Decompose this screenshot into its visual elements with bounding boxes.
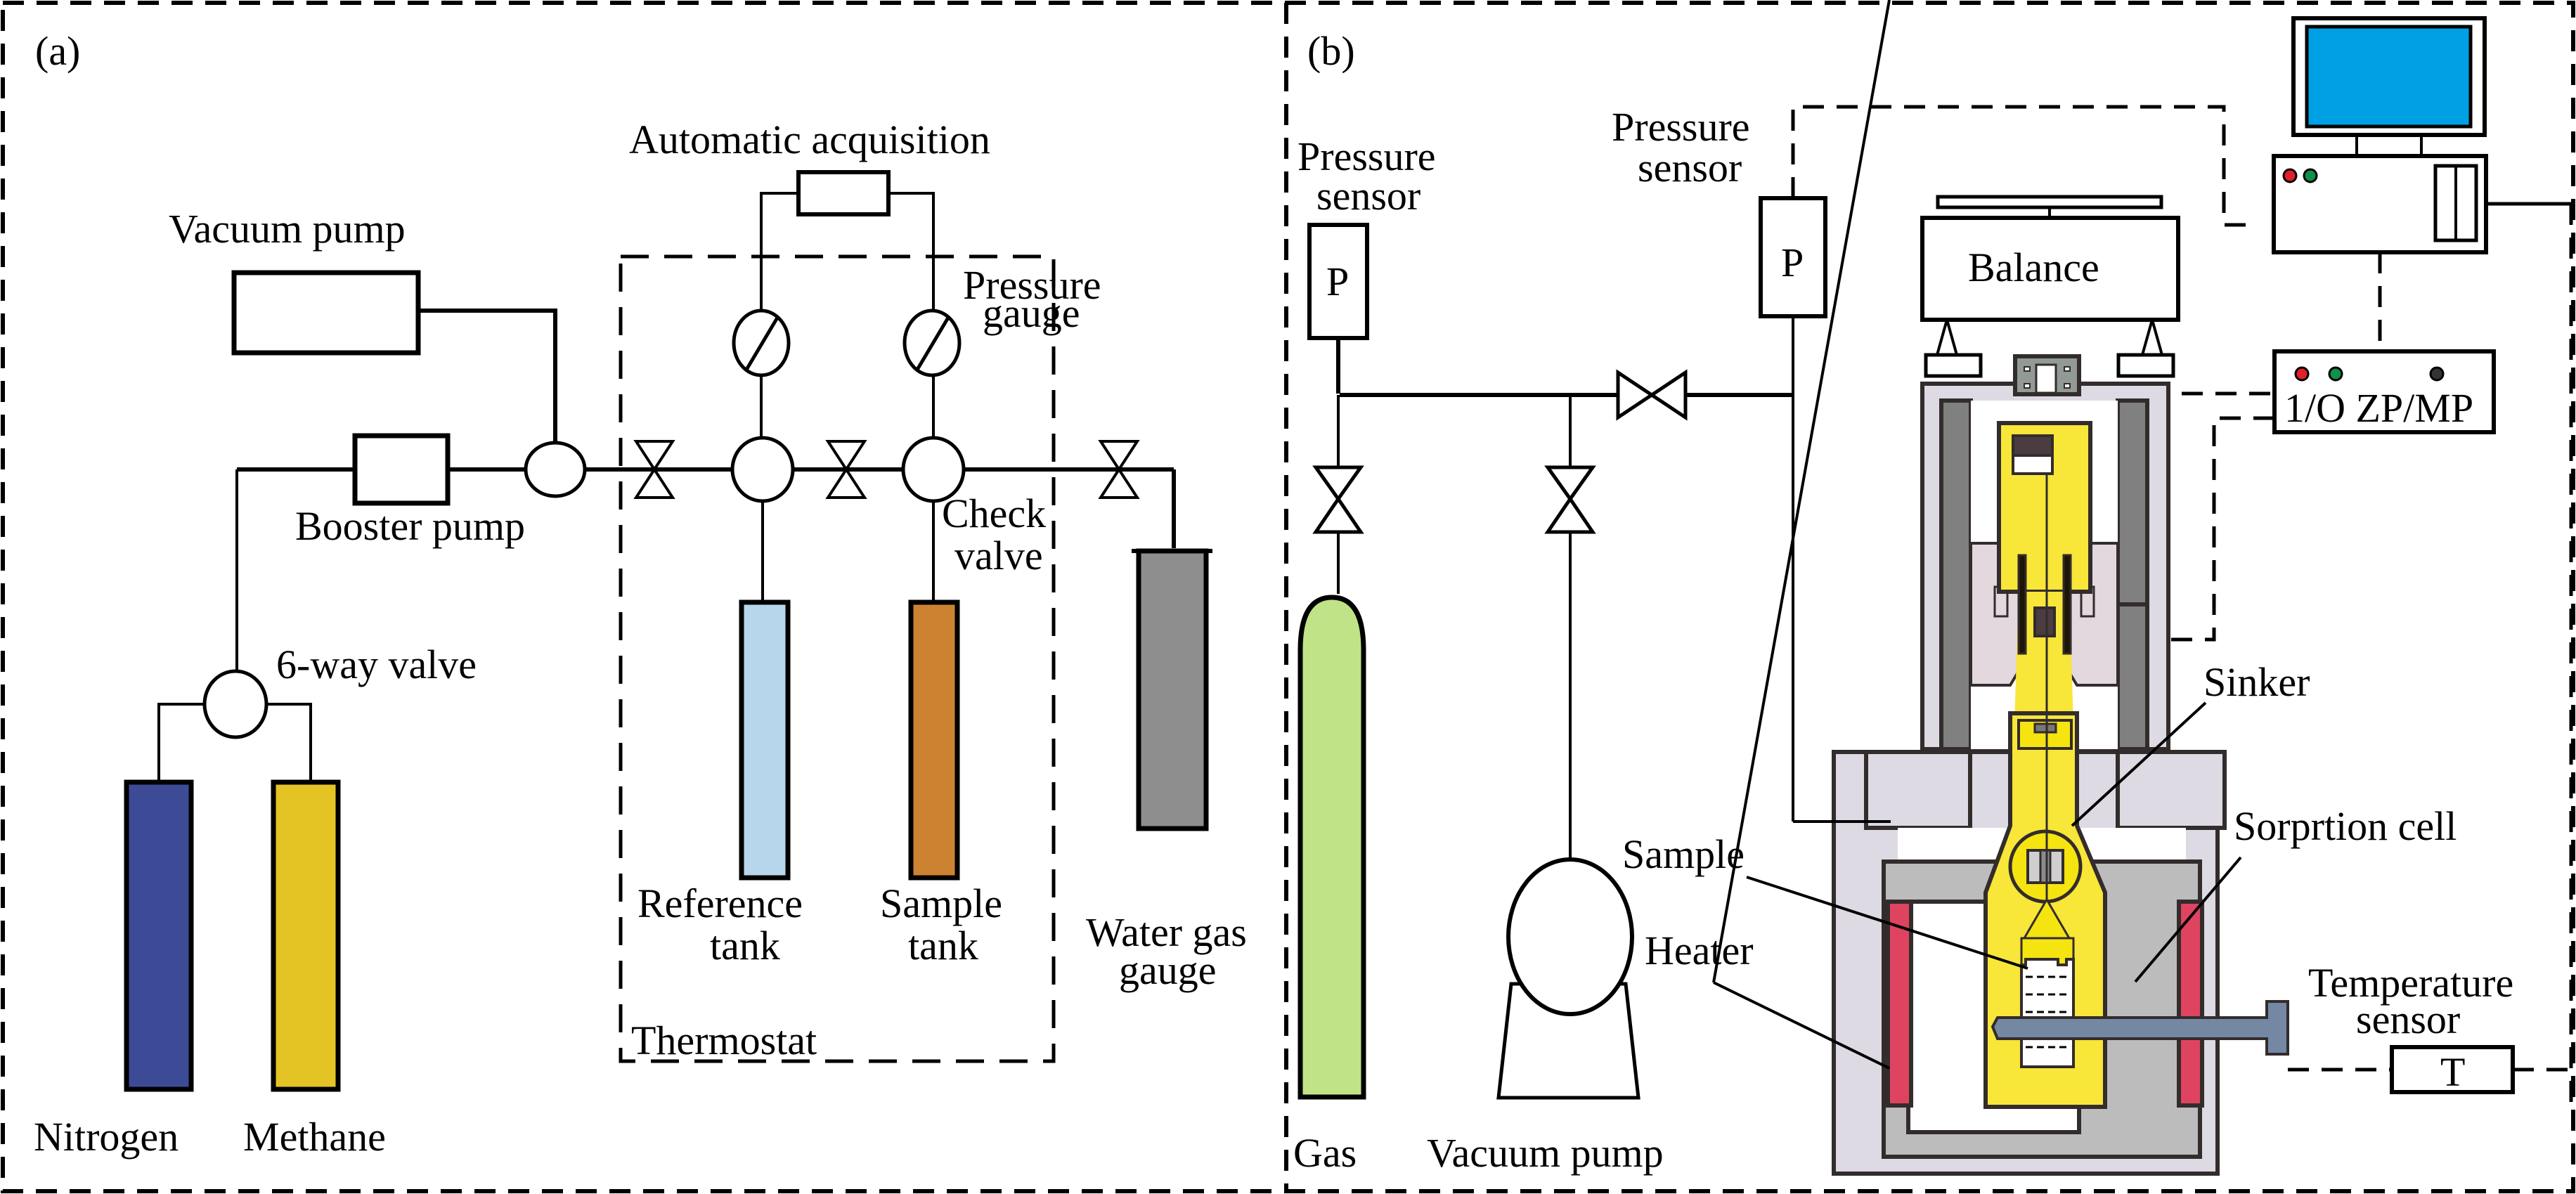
led-red-icon — [2282, 168, 2298, 183]
vacuum-pump-label: Vacuum pump — [169, 206, 406, 252]
pressure-gauge-icon-2 — [902, 309, 962, 377]
monitor-screen — [2305, 25, 2473, 129]
six-way-valve-icon — [202, 669, 268, 739]
reference-tank-label-line1: Reference — [637, 881, 803, 926]
sample-label: Sample — [1622, 831, 1745, 877]
temperature-sensor-label-line2: sensor — [2356, 997, 2460, 1042]
thermostat-enclosure — [619, 254, 1056, 1063]
heater-label: Heater — [1645, 928, 1754, 973]
check-valve-label-line1: Check — [942, 491, 1046, 536]
reference-tank-label-line2: tank — [710, 923, 780, 968]
reference-tank — [739, 599, 791, 881]
pressure-sensor-right-label-line1: Pressure — [1612, 104, 1750, 150]
nitrogen-label: Nitrogen — [34, 1114, 179, 1160]
heater-left — [1886, 900, 1913, 1108]
check-valve-label-line2: valve — [954, 533, 1043, 578]
horizontal-valve-icon — [1616, 369, 1688, 421]
automatic-acquisition-box — [796, 170, 891, 216]
pressure-sensor-left-label-line1: Pressure — [1297, 134, 1436, 179]
valve-icon-1 — [633, 440, 675, 499]
controller-led-green-icon — [2328, 366, 2343, 382]
vacuum-pump-label: Vacuum pump — [1427, 1130, 1664, 1176]
methane-cylinder — [271, 779, 341, 1092]
automatic-acquisition-label: Automatic acquisition — [629, 117, 990, 162]
pressure-sensor-right-label-line2: sensor — [1638, 145, 1742, 190]
thermostat-label: Thermostat — [631, 1018, 817, 1063]
pressure-sensor-left-symbol: P — [1326, 259, 1349, 304]
balance-icon — [1920, 195, 2180, 378]
gas-valve-icon — [1312, 465, 1364, 534]
heater-right — [2177, 900, 2204, 1108]
controller-led-dark-icon — [2429, 366, 2445, 382]
temperature-probe — [1991, 1000, 2289, 1056]
water-gas-gauge-label-line1: Water gas — [1086, 909, 1247, 955]
pressure-sensor-right-symbol: P — [1781, 240, 1804, 285]
sorption-cell-label: Sorprtion cell — [2234, 803, 2457, 849]
reference-tee-valve-icon — [730, 436, 795, 503]
panel-b: (b) Pressure sensor P Pressure sensor P — [1293, 0, 2573, 1176]
sample-tank-label-line1: Sample — [880, 881, 1002, 926]
controller-label: 1/O ZP/MP — [2284, 385, 2473, 431]
vacuum-valve-icon — [1544, 465, 1596, 534]
controller-box — [2272, 349, 2496, 434]
water-gas-gauge-label-line2: gauge — [1119, 947, 1217, 993]
sinker-label: Sinker — [2203, 659, 2310, 705]
booster-pump-label: Booster pump — [295, 503, 525, 549]
valve-icon-3 — [1098, 440, 1140, 499]
methane-label: Methane — [243, 1114, 386, 1160]
junction-valve-icon — [524, 441, 587, 498]
temperature-sensor-symbol: T — [2440, 1049, 2465, 1095]
panel-a: (a) Automatic acquisition Thermostat Vac… — [34, 28, 1247, 1160]
valve-icon-2 — [825, 440, 867, 499]
vacuum-pump-box — [231, 270, 421, 356]
pressure-sensor-left — [1307, 223, 1369, 340]
pressure-gauge-icon-1 — [732, 309, 791, 377]
sample-tank-label-line2: tank — [908, 923, 978, 968]
gas-label: Gas — [1293, 1130, 1357, 1176]
nitrogen-cylinder — [124, 779, 194, 1092]
led-green-icon — [2303, 168, 2318, 183]
pressure-sensor-left-label-line2: sensor — [1316, 173, 1420, 219]
temperature-sensor-label-line1: Temperature — [2308, 960, 2513, 1006]
sample-tank — [908, 599, 960, 881]
panel-b-label: (b) — [1307, 28, 1355, 74]
pressure-gauge-label-line1: Pressure — [963, 262, 1101, 308]
booster-pump-box — [352, 433, 451, 506]
panel-a-label: (a) — [35, 28, 80, 74]
computer-icon — [2272, 16, 2488, 254]
pressure-gauge-label-line2: gauge — [983, 290, 1080, 336]
balance-label-text: Balance — [1968, 245, 2099, 290]
controller-led-red-icon — [2294, 366, 2310, 382]
sorption-cell-assembly — [1832, 354, 2289, 1176]
vacuum-pump-icon — [1496, 857, 1640, 1100]
six-way-valve-label: 6-way valve — [276, 642, 477, 687]
water-gas-gauge — [1136, 548, 1209, 831]
gas-cylinder — [1297, 595, 1366, 1100]
